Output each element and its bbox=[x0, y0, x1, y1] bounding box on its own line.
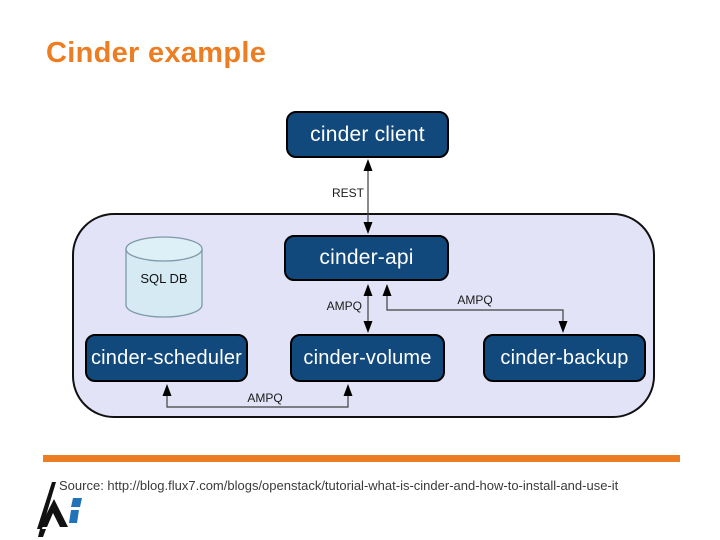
edge-label-rest: REST bbox=[331, 186, 364, 200]
node-cinder-api-label: cinder-api bbox=[319, 246, 414, 269]
company-logo-icon bbox=[37, 482, 82, 537]
slide-title: Cinder example bbox=[46, 37, 267, 69]
database-label: SQL DB bbox=[140, 271, 188, 286]
node-cinder-client: cinder client bbox=[286, 111, 449, 158]
node-cinder-scheduler-label: cinder-scheduler bbox=[90, 346, 243, 369]
node-cinder-backup-label: cinder-backup bbox=[500, 346, 629, 369]
source-caption: Source: http://blog.flux7.com/blogs/open… bbox=[59, 478, 619, 493]
node-cinder-scheduler: cinder-scheduler bbox=[85, 334, 248, 382]
edge-label-ampq-api-backup: AMPQ bbox=[457, 293, 493, 307]
node-cinder-client-label: cinder client bbox=[310, 122, 425, 146]
edge-label-ampq-scheduler-volume: AMPQ bbox=[247, 391, 283, 405]
node-cinder-backup: cinder-backup bbox=[483, 334, 646, 382]
edge-label-ampq-api-volume: AMPQ bbox=[326, 299, 362, 313]
node-cinder-volume: cinder-volume bbox=[290, 334, 445, 382]
database-cylinder-icon bbox=[125, 236, 203, 318]
node-cinder-api: cinder-api bbox=[284, 235, 449, 281]
node-cinder-volume-label: cinder-volume bbox=[303, 346, 432, 369]
accent-divider bbox=[43, 455, 680, 462]
